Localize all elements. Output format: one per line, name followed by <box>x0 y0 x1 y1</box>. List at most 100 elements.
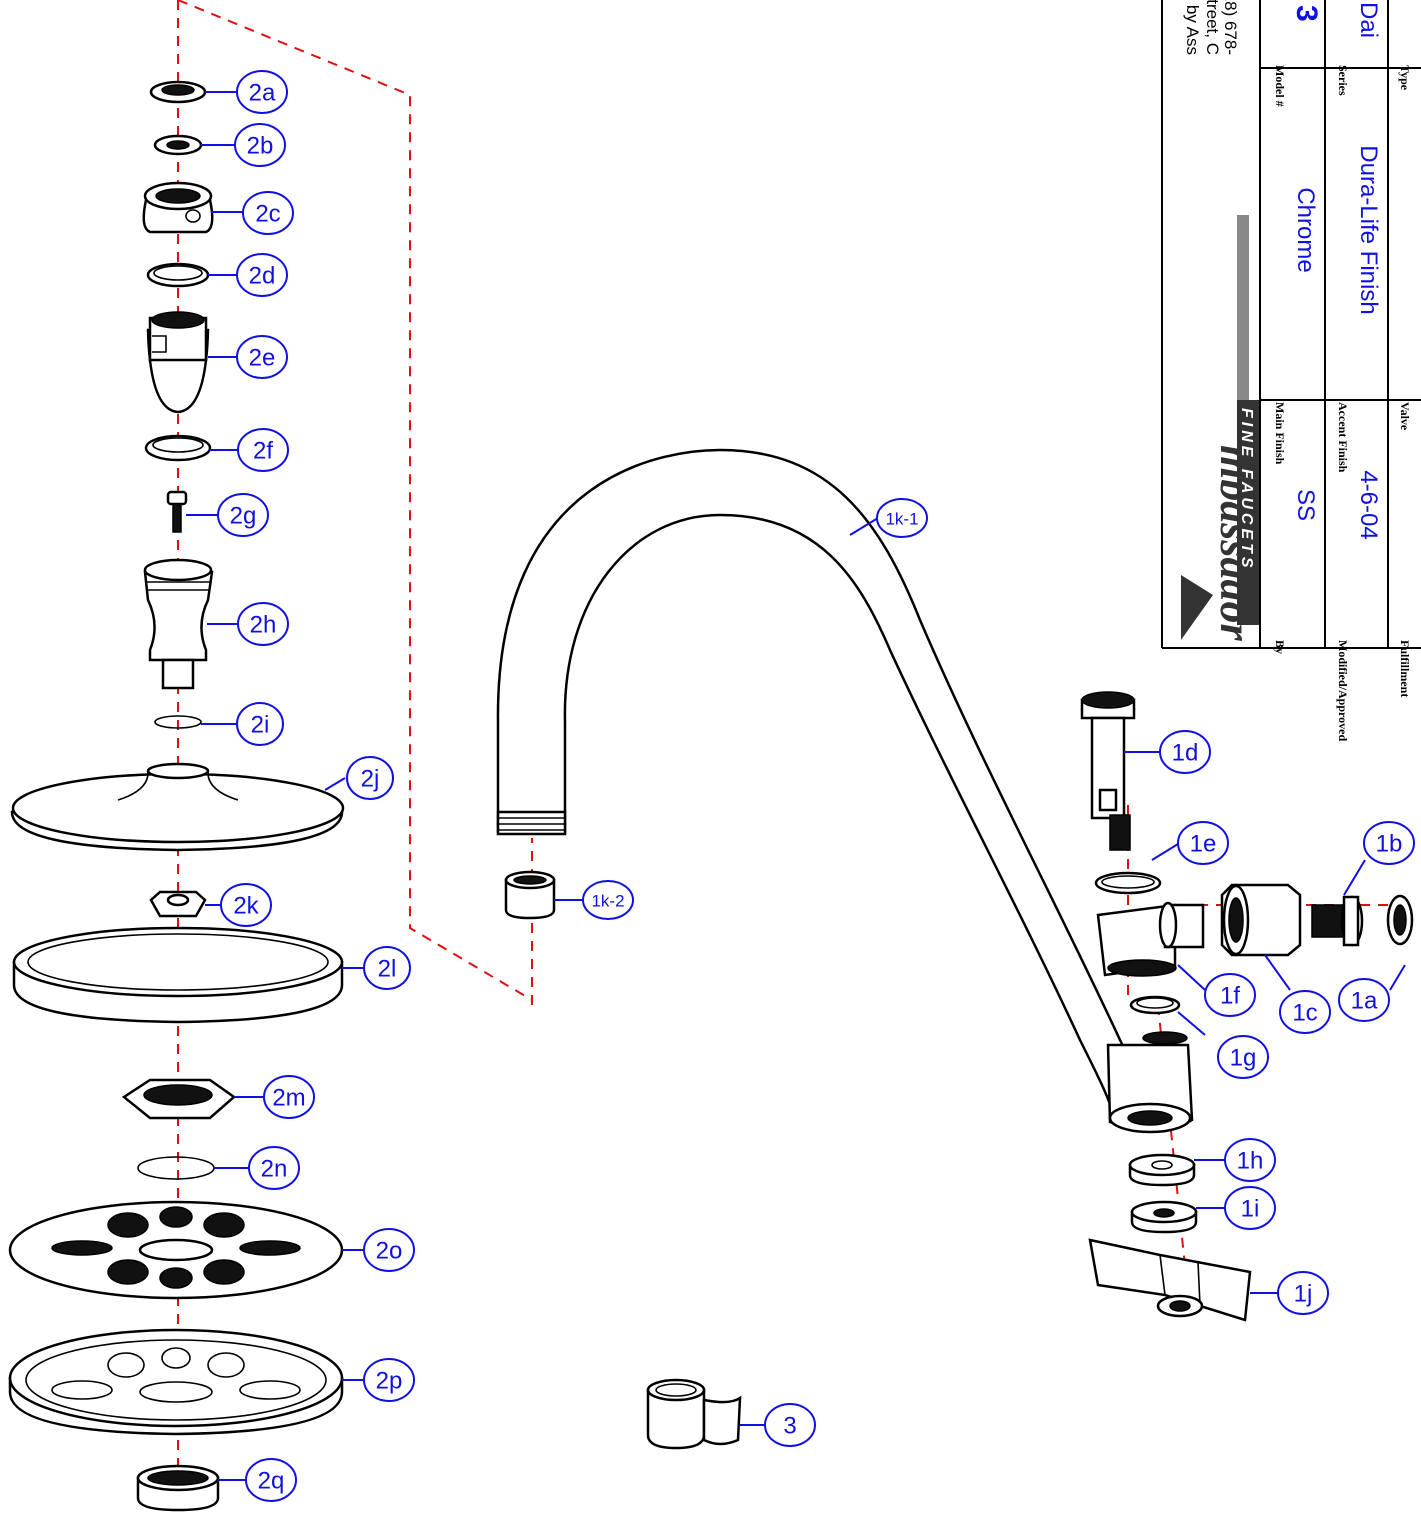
svg-text:2c: 2c <box>255 201 280 228</box>
part-1f <box>1096 901 1205 977</box>
part-1a <box>1386 894 1414 946</box>
svg-text:2f: 2f <box>253 438 273 465</box>
part-2a <box>149 80 207 104</box>
title-block-gray-bar <box>1237 215 1249 400</box>
ambassador-logo: mbassador FINE FAUCETS <box>1181 400 1260 641</box>
callout-2q: 2q <box>245 1458 297 1502</box>
part-2g <box>166 490 188 533</box>
part-1f-body-lower <box>1106 1031 1194 1134</box>
part-1h <box>1128 1153 1196 1187</box>
logo-tagline: FINE FAUCETS <box>1238 408 1255 572</box>
svg-text:2l: 2l <box>378 956 397 983</box>
company-line-2: 21624 Marilla Street, C <box>1203 0 1222 55</box>
callout-2o: 2o <box>363 1228 415 1272</box>
part-2k <box>149 890 207 918</box>
part-2i <box>154 715 202 729</box>
part-2e <box>146 311 210 414</box>
callout-1g: 1g <box>1217 1035 1269 1079</box>
svg-text:2q: 2q <box>258 1468 285 1495</box>
title-block: by Ass 21624 Marilla Street, C (800) 270… <box>1161 0 1421 741</box>
label-fulfillment: Fulfillment <box>1398 640 1412 697</box>
callout-1a: 1a <box>1338 978 1390 1022</box>
callout-2j: 2j <box>346 756 394 800</box>
svg-text:1f: 1f <box>1220 983 1240 1010</box>
callout-2d: 2d <box>236 253 288 297</box>
callout-2b: 2b <box>234 123 286 167</box>
svg-text:1k-2: 1k-2 <box>591 892 624 911</box>
callout-leaders <box>186 91 1406 1481</box>
svg-text:1g: 1g <box>1230 1045 1257 1072</box>
part-1d <box>1080 691 1136 851</box>
part-2l <box>12 926 344 1024</box>
value-model: 3 <box>1290 5 1323 22</box>
value-accent-finish: Dura-Life Finish <box>1355 145 1382 314</box>
callout-1f: 1f <box>1204 973 1256 1017</box>
part-1e <box>1094 871 1162 895</box>
svg-text:1c: 1c <box>1292 1000 1317 1027</box>
value-by: SS <box>1292 489 1319 521</box>
svg-text:2h: 2h <box>250 612 277 639</box>
svg-text:2d: 2d <box>249 263 276 290</box>
value-main-finish: Chrome <box>1292 187 1319 272</box>
value-series: Dai <box>1355 2 1382 38</box>
callout-2c: 2c <box>242 191 294 235</box>
callout-1i: 1i <box>1224 1186 1276 1230</box>
svg-text:3: 3 <box>783 1413 796 1440</box>
label-model: Model # <box>1273 65 1287 107</box>
label-main-finish: Main Finish <box>1273 402 1287 465</box>
part-1j <box>1088 1238 1252 1322</box>
callout-2g: 2g <box>217 493 269 537</box>
svg-text:2m: 2m <box>272 1085 305 1112</box>
value-modified: 4-6-04 <box>1355 470 1382 539</box>
part-1k-1 <box>496 448 1146 1127</box>
label-type: Type <box>1398 65 1412 91</box>
callout-1c: 1c <box>1279 990 1331 1034</box>
callout-2e: 2e <box>236 335 288 379</box>
callout-3: 3 <box>764 1403 816 1447</box>
svg-text:2n: 2n <box>261 1156 288 1183</box>
svg-text:2b: 2b <box>247 133 274 160</box>
part-2f <box>144 434 212 462</box>
part-2p <box>8 1328 344 1436</box>
svg-text:1d: 1d <box>1172 740 1199 767</box>
part-2c <box>142 181 214 234</box>
part-3 <box>646 1378 742 1450</box>
label-accent-finish: Accent Finish <box>1336 402 1350 473</box>
label-by: By <box>1273 640 1287 654</box>
callout-1k-1: 1k-1 <box>876 498 928 538</box>
part-1c <box>1220 883 1302 957</box>
part-1i <box>1130 1200 1198 1234</box>
part-2o <box>8 1200 344 1300</box>
part-2q <box>136 1464 220 1512</box>
svg-text:1e: 1e <box>1190 831 1217 858</box>
callout-2m: 2m <box>263 1075 315 1119</box>
callout-2i: 2i <box>236 702 284 746</box>
callout-2f: 2f <box>237 428 289 472</box>
svg-text:2a: 2a <box>249 80 276 107</box>
callout-1d: 1d <box>1159 730 1211 774</box>
svg-text:1a: 1a <box>1351 988 1378 1015</box>
part-2b <box>153 134 203 156</box>
svg-text:1i: 1i <box>1241 1196 1260 1223</box>
company-line-1: by Ass <box>1183 5 1202 55</box>
callout-1h: 1h <box>1224 1138 1276 1182</box>
company-line-3: (800) 270-4262 ι (818) 678- <box>1221 0 1240 55</box>
svg-text:2e: 2e <box>249 345 276 372</box>
callout-1e: 1e <box>1177 821 1229 865</box>
callout-1j: 1j <box>1277 1271 1329 1315</box>
svg-text:1b: 1b <box>1376 831 1403 858</box>
label-modified: Modified/Approved <box>1336 640 1350 741</box>
svg-text:2k: 2k <box>233 893 259 920</box>
callout-2l: 2l <box>363 946 411 990</box>
label-series: Series <box>1336 65 1350 96</box>
part-2h <box>143 558 214 690</box>
label-valve: Valve <box>1398 402 1412 431</box>
part-2d <box>146 262 210 288</box>
part-1b <box>1311 895 1364 947</box>
callout-2n: 2n <box>248 1146 300 1190</box>
callout-1k-2: 1k-2 <box>582 880 634 920</box>
callout-2a: 2a <box>236 70 288 114</box>
callout-2k: 2k <box>220 883 272 927</box>
part-1g <box>1129 995 1181 1015</box>
